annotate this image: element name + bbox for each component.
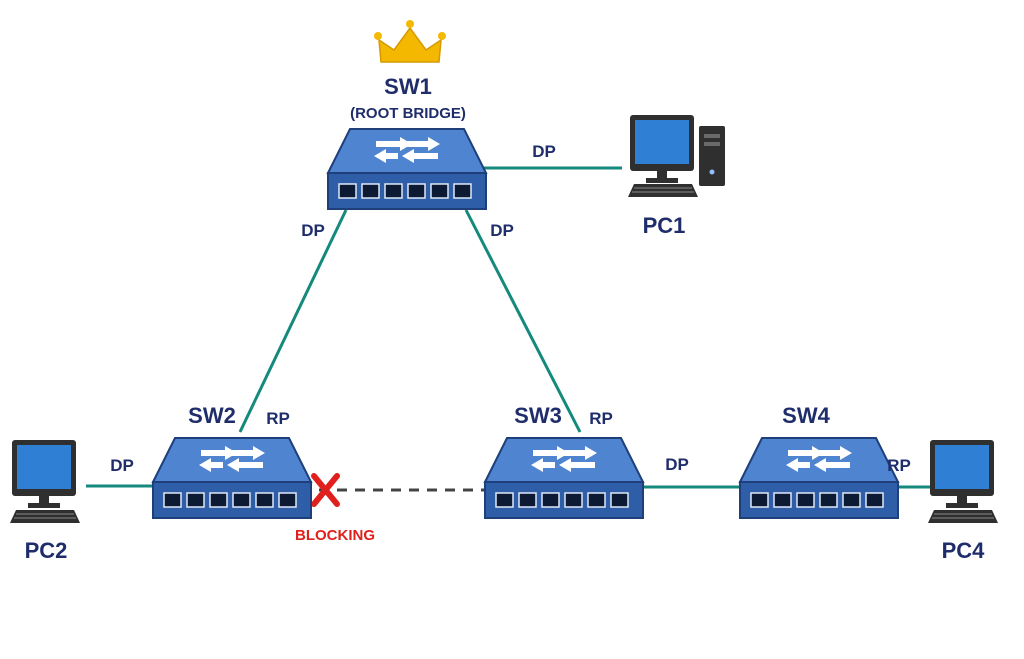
port-label-sw3-sw4: DP xyxy=(665,455,689,474)
pc1: PC1 xyxy=(627,115,725,238)
link-sw1-sw3 xyxy=(464,209,582,433)
sw3-label: SW3 xyxy=(514,403,562,428)
sw2-label: SW2 xyxy=(188,403,236,428)
sw1-label: SW1 xyxy=(384,74,432,99)
port-label-sw1-pc1: DP xyxy=(532,142,556,161)
network-switch-icon xyxy=(327,128,487,210)
pc1-label: PC1 xyxy=(643,213,686,238)
switch-sw3: SW3 xyxy=(484,403,644,519)
x-mark-icon xyxy=(311,473,340,507)
switch-sw2: SW2 xyxy=(152,403,312,519)
network-switch-icon xyxy=(152,437,312,519)
switch-sw4: SW4 xyxy=(739,403,899,519)
network-switch-icon xyxy=(739,437,899,519)
port-label-sw1-sw3: DP xyxy=(490,221,514,240)
link-sw1-sw2 xyxy=(238,209,348,433)
pc4: PC4 xyxy=(927,440,999,563)
network-switch-icon xyxy=(484,437,644,519)
pc4-label: PC4 xyxy=(942,538,986,563)
root-bridge-label: (ROOT BRIDGE) xyxy=(350,105,466,122)
desktop-computer-icon xyxy=(9,440,81,524)
sw4-label: SW4 xyxy=(782,403,830,428)
port-label-sw1-sw2: DP xyxy=(301,221,325,240)
port-label-sw3-root: RP xyxy=(589,409,613,428)
pc2: PC2 xyxy=(9,440,81,563)
port-label-sw2-pc2: DP xyxy=(110,456,134,475)
port-label-sw2-root: RP xyxy=(266,409,290,428)
desktop-computer-icon xyxy=(927,440,999,524)
port-label-sw4-pc4: RP xyxy=(887,456,911,475)
desktop-computer-icon xyxy=(627,115,725,198)
switch-sw1: SW1 (ROOT BRIDGE) xyxy=(327,74,487,210)
crown-icon xyxy=(374,20,446,63)
blocking-label: BLOCKING xyxy=(295,527,375,544)
pc2-label: PC2 xyxy=(25,538,68,563)
